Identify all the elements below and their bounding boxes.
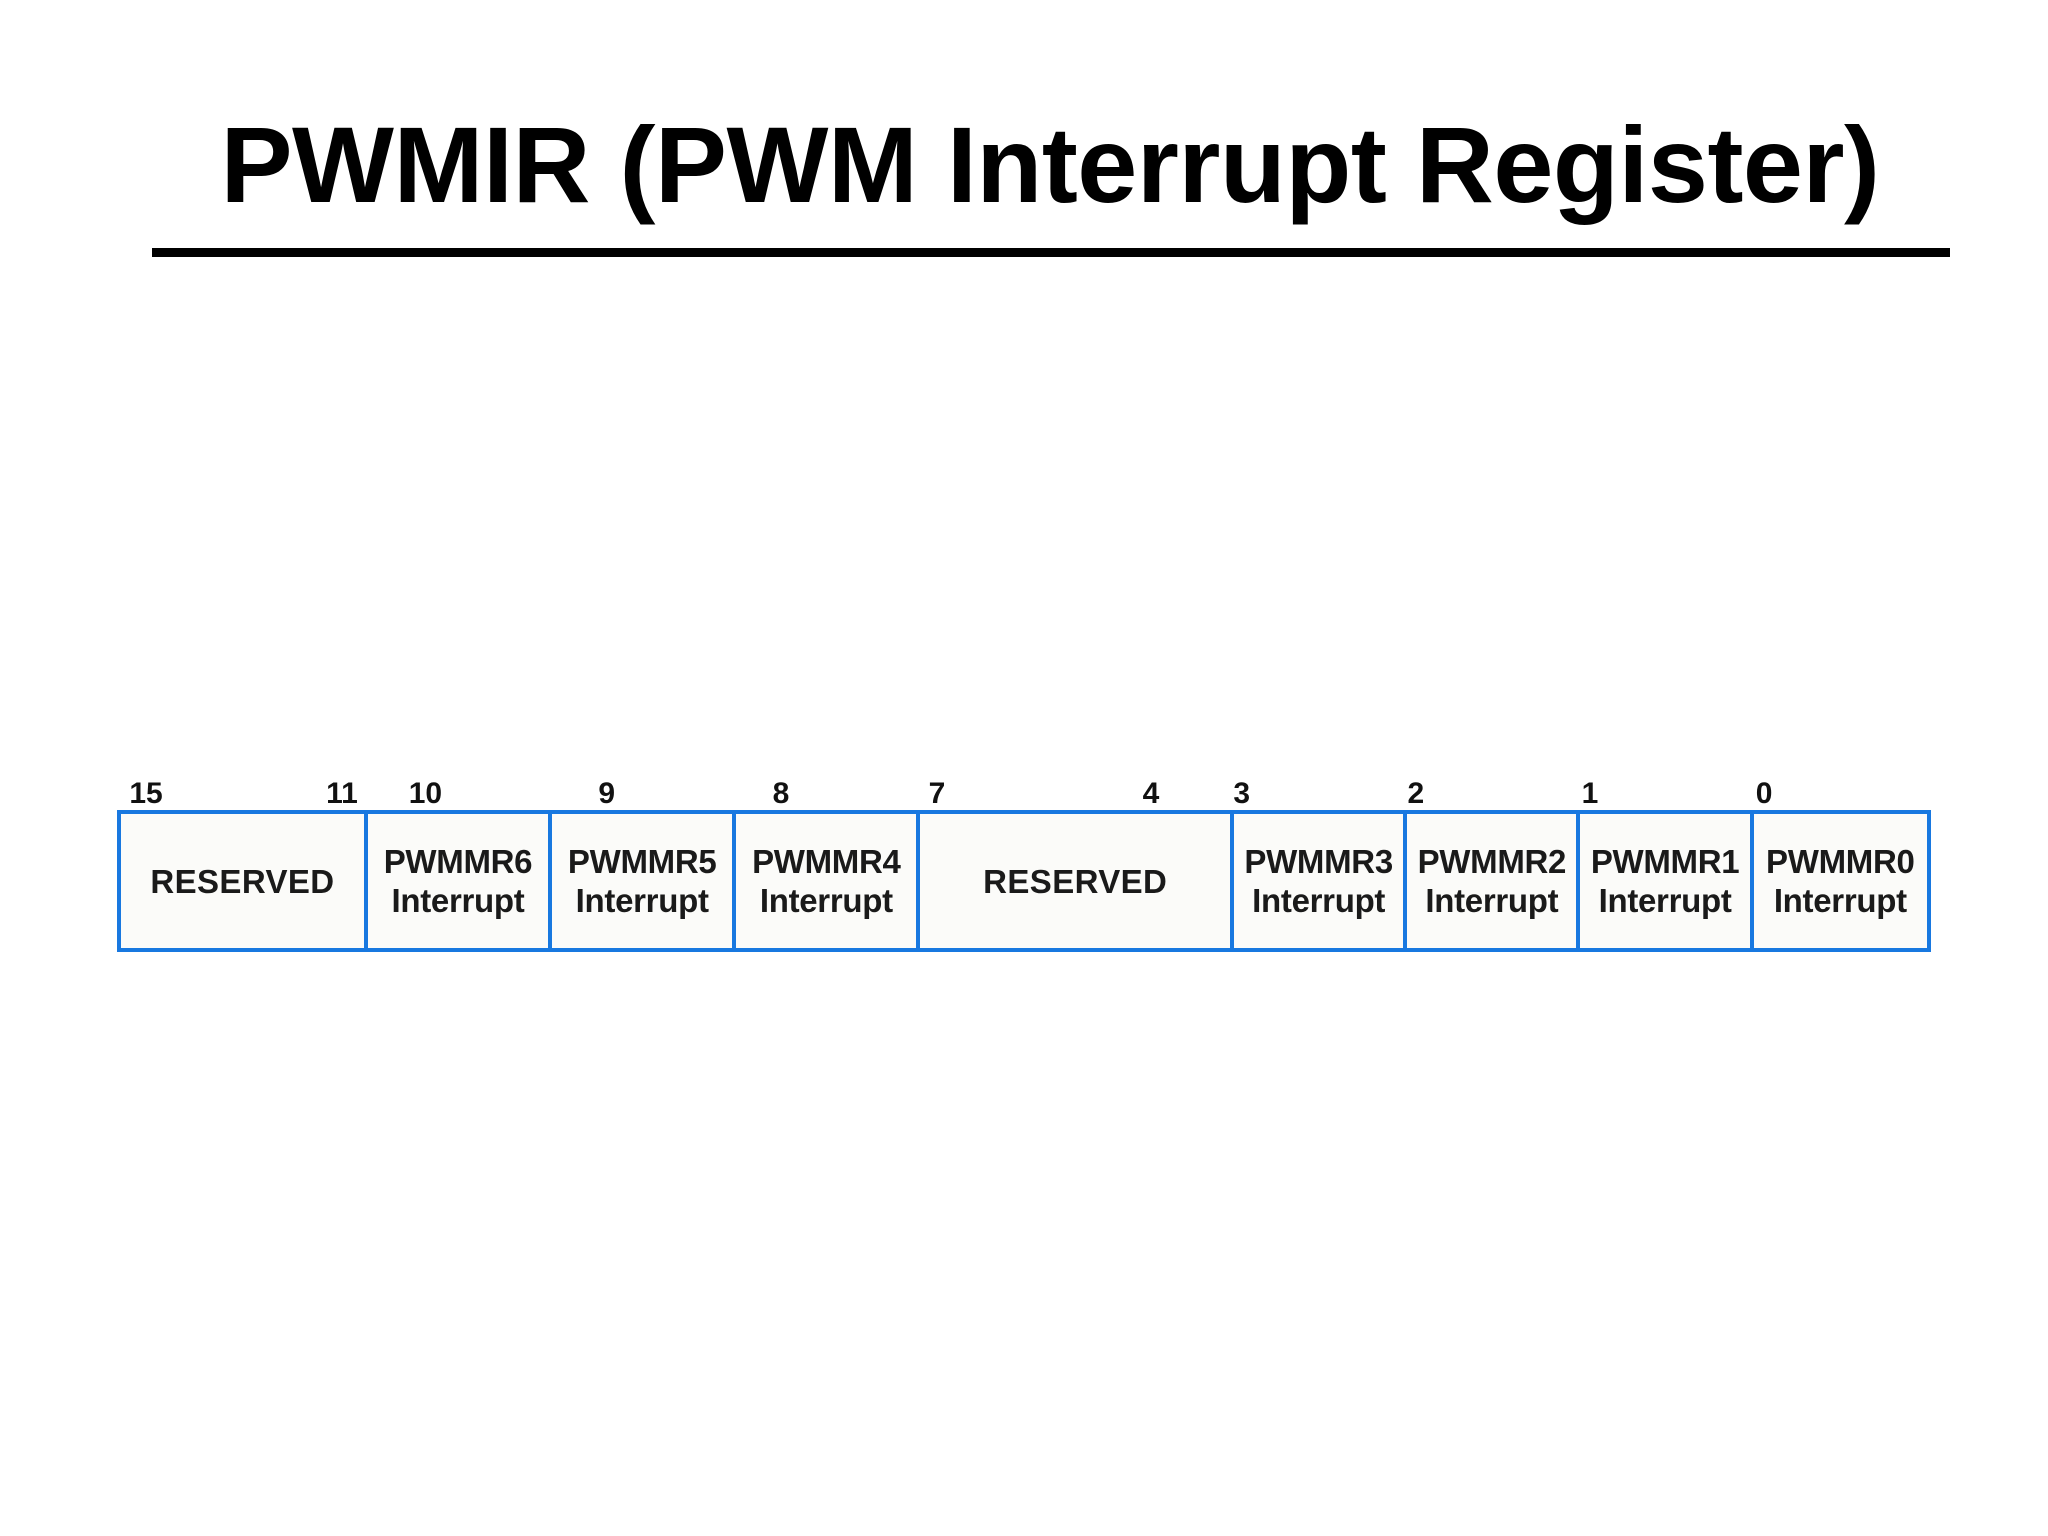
bit-number-label: 9	[598, 777, 616, 810]
field-label-line: PWMMR6	[383, 843, 533, 880]
field-label-line: Interrupt	[1252, 882, 1386, 919]
field-label-line: Interrupt	[759, 882, 893, 919]
bit-number-label: 15	[129, 777, 163, 810]
bit-number-label: 1	[1581, 777, 1599, 810]
field-label-line: PWMMR1	[1590, 843, 1740, 880]
field-label-line: PWMMR4	[752, 843, 901, 880]
field-label-line: PWMMR0	[1766, 843, 1915, 880]
field-label-line: PWMMR2	[1417, 843, 1567, 880]
register-field-reserved-7-4: RESERVED	[920, 814, 1235, 948]
field-label-line: RESERVED	[983, 862, 1168, 900]
bit-number-label: 10	[408, 777, 443, 810]
bit-number-label: 0	[1755, 777, 1773, 810]
field-label-line: Interrupt	[1425, 882, 1559, 919]
field-label-line: PWMMR3	[1244, 843, 1393, 880]
register-field-reserved-15-11: RESERVED	[121, 814, 368, 948]
bit-number-label: 3	[1233, 777, 1251, 810]
field-label-line: Interrupt	[575, 882, 709, 919]
bit-number-label: 4	[1142, 777, 1160, 810]
bit-number-label: 8	[772, 777, 790, 810]
field-label-line: PWMMR5	[567, 843, 717, 880]
bit-number-label: 11	[326, 777, 358, 810]
field-label-line: Interrupt	[391, 882, 525, 919]
page-title: PWMIR (PWM Interrupt Register)	[220, 104, 1880, 225]
title-underline	[152, 248, 1950, 257]
field-label-line: Interrupt	[1773, 882, 1907, 919]
bit-number-label: 2	[1407, 777, 1425, 810]
field-label-line: Interrupt	[1598, 882, 1732, 919]
field-label-line: RESERVED	[150, 862, 335, 900]
bit-number-label: 7	[928, 777, 946, 810]
